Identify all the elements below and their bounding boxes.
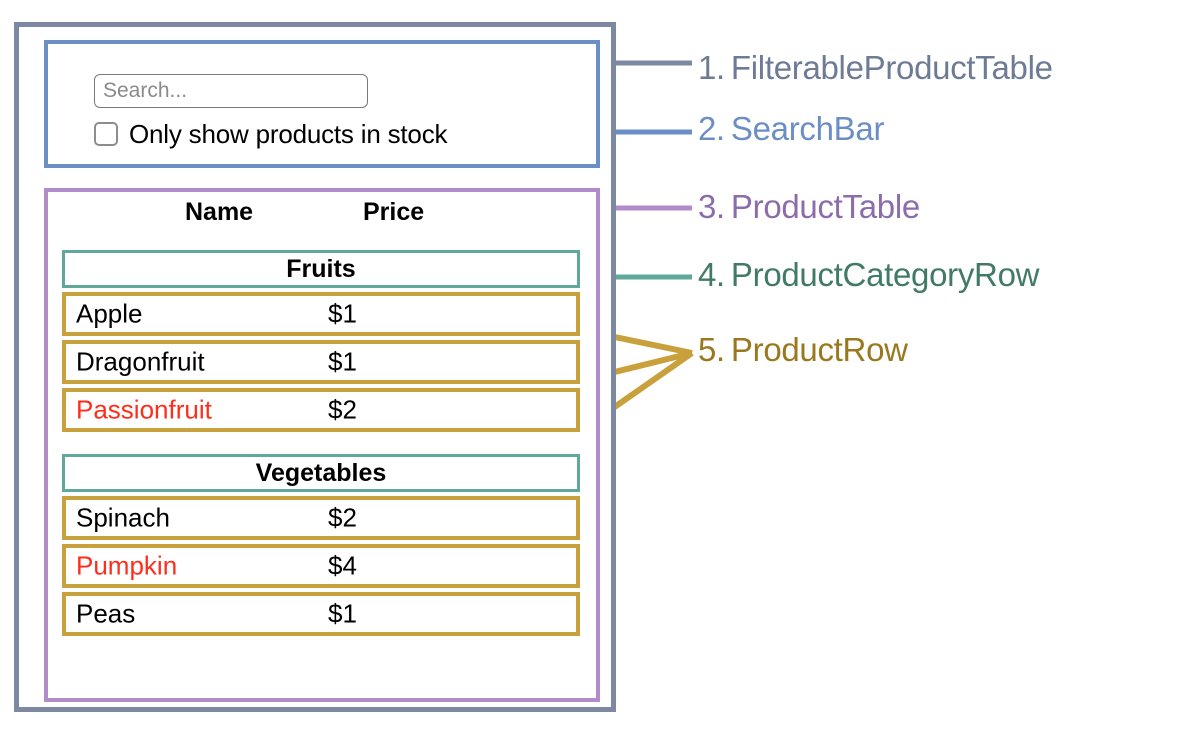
product-name: Apple — [76, 298, 143, 329]
product-price: $2 — [328, 502, 357, 533]
legend-item-product-row: 5.ProductRow — [698, 331, 908, 369]
search-input[interactable]: Search... — [94, 74, 368, 108]
product-table-header: Name Price — [48, 198, 596, 234]
product-name: Peas — [76, 598, 136, 629]
section-spacer — [62, 436, 580, 454]
legend-number: 5. — [698, 331, 725, 368]
product-price: $4 — [328, 550, 357, 581]
product-price: $2 — [328, 394, 357, 425]
product-category-row: Fruits — [62, 250, 580, 288]
product-name: Spinach — [76, 502, 170, 533]
legend-label: ProductCategoryRow — [730, 256, 1040, 293]
product-category-row: Vegetables — [62, 454, 580, 492]
legend-item-product-table: 3.ProductTable — [698, 188, 920, 226]
legend-label: FilterableProductTable — [730, 49, 1053, 86]
in-stock-checkbox[interactable] — [94, 122, 118, 146]
legend-number: 3. — [698, 188, 725, 225]
product-row[interactable]: Apple $1 — [62, 292, 580, 336]
product-row[interactable]: Spinach $2 — [62, 496, 580, 540]
search-bar-frame: Search... Only show products in stock — [44, 40, 600, 168]
legend-label: ProductTable — [730, 188, 920, 225]
legend-label: ProductRow — [730, 331, 908, 368]
product-name: Passionfruit — [76, 394, 212, 425]
product-name: Pumpkin — [76, 550, 178, 581]
legend-label: SearchBar — [730, 110, 885, 147]
legend-item-search-bar: 2.SearchBar — [698, 110, 884, 148]
product-row[interactable]: Peas $1 — [62, 592, 580, 636]
product-row[interactable]: Pumpkin $4 — [62, 544, 580, 588]
legend-number: 2. — [698, 110, 725, 147]
product-row[interactable]: Passionfruit $2 — [62, 388, 580, 432]
product-name: Dragonfruit — [76, 346, 205, 377]
in-stock-checkbox-label: Only show products in stock — [129, 118, 448, 149]
legend-number: 4. — [698, 256, 725, 293]
column-header-price: Price — [363, 198, 425, 226]
in-stock-filter-row[interactable]: Only show products in stock — [94, 118, 447, 150]
product-row[interactable]: Dragonfruit $1 — [62, 340, 580, 384]
product-price: $1 — [328, 298, 357, 329]
legend-item-filterable-product-table: 1.FilterableProductTable — [698, 49, 1053, 87]
legend-item-product-category-row: 4.ProductCategoryRow — [698, 256, 1039, 294]
product-table-frame: Name Price Fruits Apple $1 Dragonfruit $… — [44, 188, 600, 702]
product-price: $1 — [328, 598, 357, 629]
legend-number: 1. — [698, 49, 725, 86]
column-header-name: Name — [185, 198, 254, 226]
product-table-body: Fruits Apple $1 Dragonfruit $1 Passionfr… — [62, 250, 580, 640]
product-price: $1 — [328, 346, 357, 377]
